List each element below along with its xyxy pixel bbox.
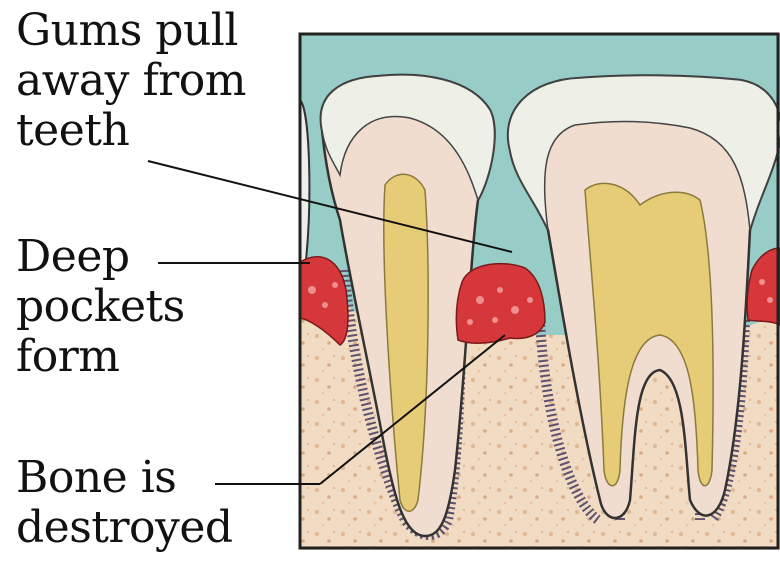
gum-pocket-center [456, 264, 545, 344]
